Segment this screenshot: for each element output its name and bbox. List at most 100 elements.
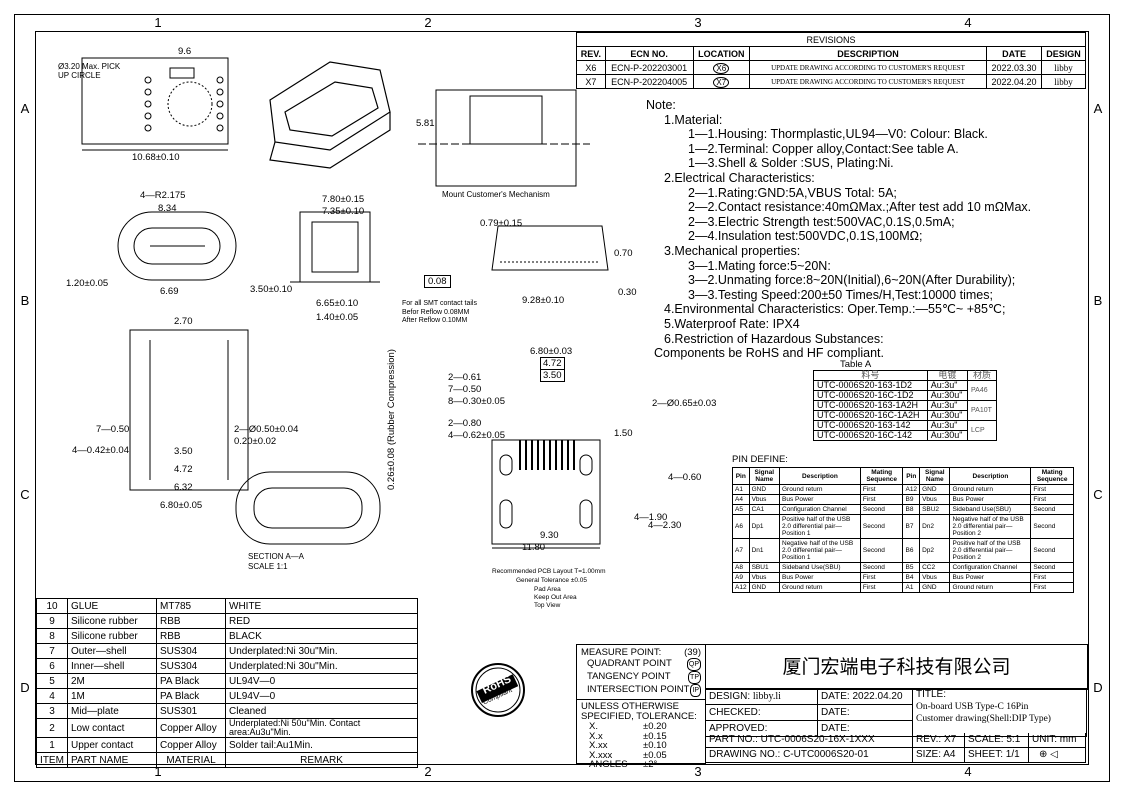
note-line: Note:	[646, 98, 676, 112]
rubber-compression-note: 0.26±0.08 (Rubber Compression)	[386, 349, 397, 490]
note-line: 5.Waterproof Rate: IPX4	[664, 316, 800, 331]
note-line: 2—3.Electric Strength test:500VAC,0.1S,0…	[688, 214, 955, 229]
dim-label: 1.50	[614, 428, 633, 439]
measure-symbol: QP	[686, 658, 701, 671]
note-line: 6.Restriction of Hazardous Substances:	[664, 331, 884, 346]
pin-cell: Negative half of the USB 2.0 differentia…	[779, 538, 861, 563]
tolerance-title: UNLESS OTHERWISE SPECIFIED, TOLERANCE:	[581, 701, 697, 722]
title-block-table: DESIGN: libby.li DATE: 2022.04.20 TITLE:…	[705, 688, 1087, 737]
tolerance-key: X.x	[589, 730, 603, 742]
measure-label: INTERSECTION POINT	[587, 684, 690, 695]
zone-top-1: 1	[154, 15, 162, 30]
zone-top-4: 4	[964, 15, 972, 30]
design-value: libby.li	[752, 691, 781, 702]
sheet-value: SHEET: 1/1	[965, 748, 1029, 762]
pin-cell: Second	[1030, 538, 1074, 563]
dim-label: 4—0.60	[668, 472, 702, 483]
dim-label: 3.50±0.10	[250, 284, 293, 295]
dim-label: 1.20±0.05	[66, 278, 109, 289]
measure-symbol: IP	[690, 684, 701, 697]
dim-label: 0.30	[618, 287, 637, 298]
zone-right-D: D	[1093, 680, 1103, 695]
revision-ecn: ECN-P-202204005	[604, 74, 694, 89]
tolerance-line: X.x±0.15	[577, 730, 705, 742]
note-line: 1—1.Housing: Thormplastic,UL94—V0: Colou…	[688, 127, 988, 142]
dim-label: 6.80±0.03	[530, 346, 573, 357]
table-a-cell: LCP	[967, 420, 997, 441]
zone-right-A: A	[1093, 101, 1103, 116]
note-line: 2—1.Rating:GND:5A,VBUS Total: 5A;	[688, 185, 897, 200]
flatness-value: 0.08	[424, 275, 451, 288]
mechanism-caption: Mount Customer's Mechanism	[442, 190, 550, 199]
scale-value: SCALE: 5:1	[965, 733, 1029, 747]
tolerance-key: ANGLES	[589, 759, 628, 770]
dim-label: 2—Ø0.50±0.04	[234, 424, 299, 435]
note-line: 2—2.Contact resistance:40mΩMax.;After te…	[688, 200, 1032, 215]
isometric-view	[269, 61, 391, 169]
pin-cell: Positive half of the USB 2.0 differentia…	[779, 514, 861, 539]
dim-label: 3.50	[174, 446, 193, 457]
front-view-drawing	[117, 211, 237, 281]
dim-label: 4—2.30	[648, 520, 682, 531]
dim-label: 0.20±0.02	[234, 436, 277, 447]
revision-design: libby	[1041, 74, 1086, 89]
dim-label: 2—0.61	[448, 372, 482, 383]
zone-left-C: C	[20, 487, 30, 502]
unit-value: UNIT: mm	[1032, 734, 1077, 745]
pcb-layout-caption: Pad Area	[534, 586, 561, 593]
drawing-row: DRAWING NO.: C-UTC0006S20-01 SIZE: A4 SH…	[705, 748, 1086, 763]
side-view-drawing	[290, 211, 380, 283]
part-number: PART NO.: UTC-0006S20-16X-1XXX	[706, 733, 913, 747]
note-line: 1—3.Shell & Solder :SUS, Plating:Ni.	[688, 156, 894, 171]
section-view-drawing	[129, 329, 381, 545]
dim-label: 7—0.50	[448, 384, 482, 395]
tolerance-line: X.xx±0.10	[577, 741, 705, 751]
tolerance-key: X.xx	[589, 740, 608, 751]
measure-line: MEASURE POINT:(39)	[577, 645, 705, 658]
location-marker: X7	[713, 76, 730, 88]
tolerance-line: ANGLES±2°	[577, 760, 705, 770]
note-line: 2—4.Insulation test:500VDC,0.1S,100MΩ;	[688, 229, 923, 244]
pin-cell: Dp2	[919, 538, 951, 563]
dim-label: 4—0.62±0.05	[448, 430, 505, 441]
dim-label: 4—0.42±0.04	[72, 445, 129, 456]
note-line: 3—1.Mating force:5~20N:	[688, 258, 831, 273]
dim-label: 7—0.50	[96, 424, 130, 435]
pin-cell: Second	[1030, 514, 1074, 539]
dim-label: 0.79±0.15	[480, 218, 523, 229]
dim-label: 6.69	[160, 286, 179, 297]
table-a-cell: Au:30u"	[926, 430, 969, 441]
pcb-layout-caption: General Tolerance ±0.05	[516, 577, 588, 584]
title-bottom-rows: PART NO.: UTC-0006S20-16X-1XXX REV.: X7 …	[705, 733, 1086, 763]
pin-cell: Ground return	[779, 582, 861, 593]
pick-up-circle-note: Ø3.20 Max. PICK UP CIRCLE	[58, 62, 121, 80]
top-view-drawing	[81, 57, 229, 151]
location-marker: X6	[713, 62, 730, 74]
section-caption: SECTION A—A	[248, 552, 305, 561]
tolerance-value: ±0.05	[643, 749, 667, 761]
pcb-layout-drawing	[491, 439, 601, 549]
projection-icon: ⊕ ◁	[1039, 749, 1058, 760]
pad-circles	[144, 76, 224, 132]
dim-label: 2—0.80	[448, 418, 482, 429]
note-line: 1.Material:	[664, 112, 723, 127]
note-line: 3—3.Testing Speed:200±50 Times/H,Test:10…	[688, 287, 993, 302]
dim-label: 0.70	[614, 248, 633, 259]
pin-cell: Negative half of the USB 2.0 differentia…	[949, 514, 1032, 539]
zone-left-A: A	[20, 101, 30, 116]
note-line: 3—2.Unmating force:8~20N(Initial),6~20N(…	[688, 273, 1016, 288]
title-label: TITLE:	[916, 689, 947, 700]
pcb-layout-caption: Keep Out Area	[534, 594, 577, 601]
drawing-inner-frame	[35, 31, 1089, 765]
dim-label: 10.68±0.10	[132, 152, 180, 163]
zone-bottom-1: 1	[154, 764, 162, 779]
